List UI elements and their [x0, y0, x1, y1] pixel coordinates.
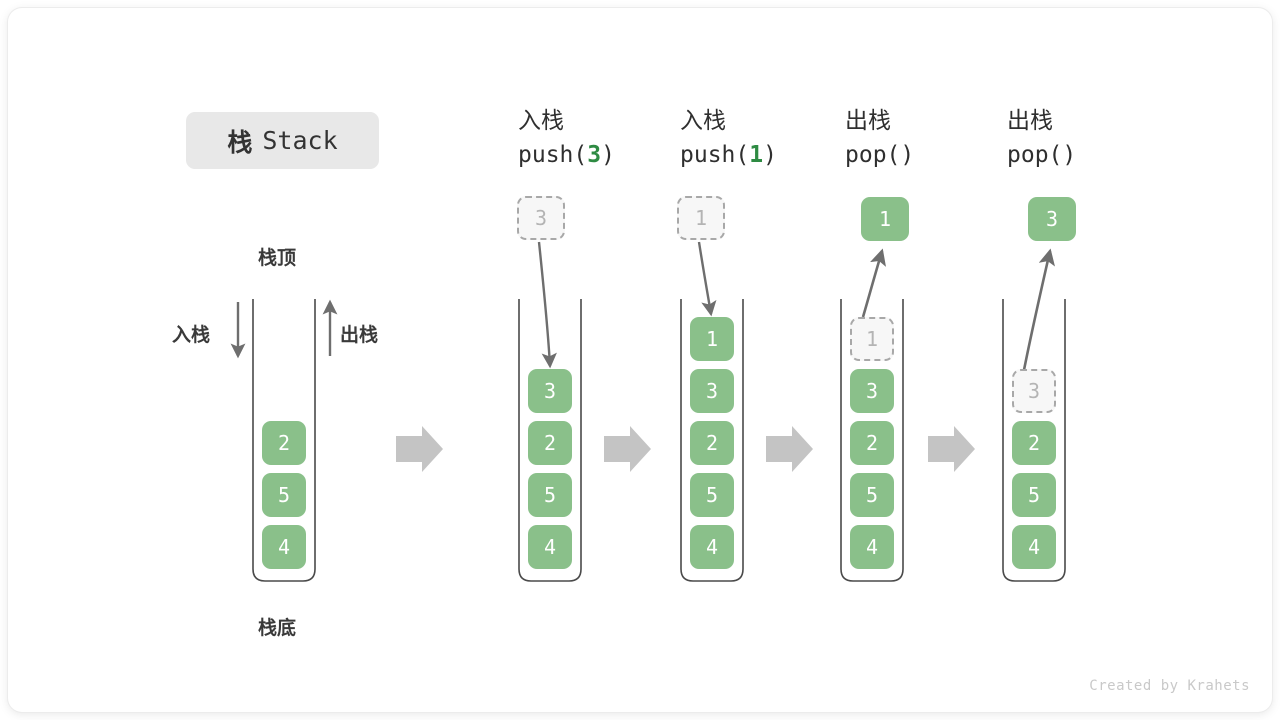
col-header-push-1: 入栈 push(1): [680, 104, 880, 172]
stack-cell[interactable]: 4: [1012, 525, 1056, 569]
code-suffix: ): [1062, 142, 1077, 168]
stack-cell[interactable]: 5: [850, 473, 894, 517]
code-suffix: ): [900, 142, 915, 168]
title-cn: 栈: [227, 127, 253, 157]
stack-cell[interactable]: 4: [262, 525, 306, 569]
label-stack-bottom: 栈底: [258, 617, 297, 639]
stack-column-push-3: 3 2 5 4: [519, 299, 581, 581]
code-prefix: pop(: [1007, 142, 1063, 168]
col-header-pop-3: 出栈 pop(): [1007, 104, 1207, 172]
stack-column-pop-1: 1 3 2 5 4: [841, 299, 903, 581]
code-prefix: push(: [680, 142, 750, 168]
stack-cell[interactable]: 2: [690, 421, 734, 465]
stack-cell[interactable]: 5: [690, 473, 734, 517]
label-push-side: 入栈: [172, 324, 211, 346]
floating-cell-pop-3[interactable]: 3: [1028, 197, 1076, 241]
col-header-pop-1: 出栈 pop(): [845, 104, 1045, 172]
stack-cell[interactable]: 5: [1012, 473, 1056, 517]
stack-cell[interactable]: 2: [262, 421, 306, 465]
stack-cell[interactable]: 2: [1012, 421, 1056, 465]
col-header-cn: 入栈: [680, 108, 726, 134]
credit-text: Created by Krahets: [1089, 678, 1250, 694]
stack-cell[interactable]: 3: [690, 369, 734, 413]
col-header-cn: 出栈: [1007, 108, 1053, 134]
code-suffix: ): [763, 142, 777, 168]
floating-cell-push-3[interactable]: 3: [517, 196, 565, 240]
stack-column-pop-3: 3 2 5 4: [1003, 299, 1065, 581]
code-arg: 3: [587, 142, 602, 168]
col-header-code: push(1): [680, 138, 880, 172]
code-prefix: pop(: [845, 142, 901, 168]
stack-cell-ghost[interactable]: 1: [850, 317, 894, 361]
stack-cell[interactable]: 2: [528, 421, 572, 465]
label-pop-side: 出栈: [340, 324, 379, 346]
code-suffix: ): [601, 142, 615, 168]
stack-column-push-1: 1 3 2 5 4: [681, 299, 743, 581]
stack-cell-ghost[interactable]: 3: [1012, 369, 1056, 413]
col-header-code: push(3): [518, 138, 718, 172]
stack-column-initial: 2 5 4: [253, 299, 315, 581]
col-header-cn: 入栈: [518, 108, 564, 134]
floating-cell-pop-1[interactable]: 1: [861, 197, 909, 241]
diagram-title: 栈 Stack: [186, 112, 379, 169]
col-header-push-3: 入栈 push(3): [518, 104, 718, 172]
stack-cell[interactable]: 4: [528, 525, 572, 569]
stack-cell[interactable]: 4: [690, 525, 734, 569]
title-en: Stack: [262, 126, 338, 155]
stack-cell[interactable]: 2: [850, 421, 894, 465]
label-stack-top: 栈顶: [258, 247, 297, 269]
code-arg: 1: [749, 142, 764, 168]
stack-cell[interactable]: 4: [850, 525, 894, 569]
stack-cell[interactable]: 5: [528, 473, 572, 517]
col-header-cn: 出栈: [845, 108, 891, 134]
stack-cell[interactable]: 3: [850, 369, 894, 413]
stack-cell[interactable]: 3: [528, 369, 572, 413]
code-prefix: push(: [518, 142, 588, 168]
stack-cell[interactable]: 5: [262, 473, 306, 517]
floating-cell-push-1[interactable]: 1: [677, 196, 725, 240]
col-header-code: pop(): [1007, 138, 1207, 172]
stack-cell[interactable]: 1: [690, 317, 734, 361]
col-header-code: pop(): [845, 138, 1045, 172]
